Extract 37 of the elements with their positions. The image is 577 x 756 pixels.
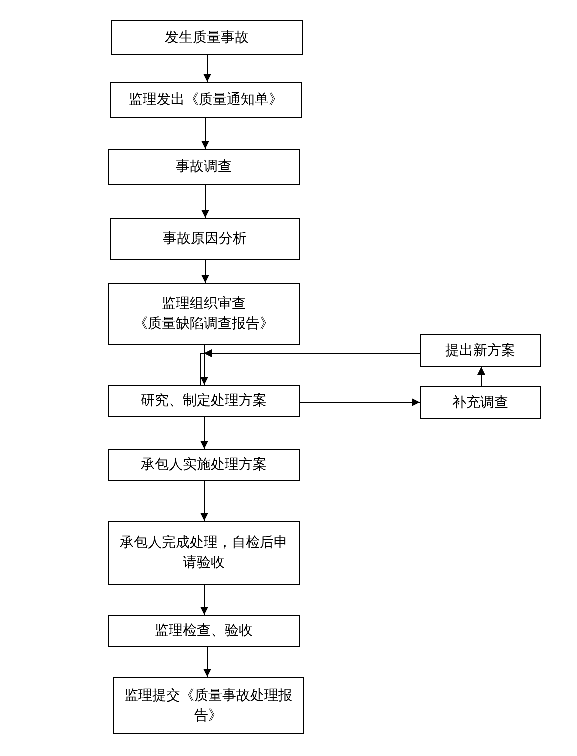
process-box [110, 82, 302, 118]
process-box [108, 615, 300, 647]
process-box [110, 218, 300, 260]
step-text: 事故调查 [176, 158, 232, 177]
process-box [111, 20, 303, 55]
process-box [113, 677, 304, 734]
step-text: 监理组织审查 [162, 295, 246, 314]
arrow [202, 118, 210, 150]
step-text: 发生质量事故 [165, 28, 249, 48]
step-text: 《质量缺陷调查报告》 [134, 315, 274, 334]
arrow [200, 344, 208, 386]
arrow [202, 184, 210, 218]
process-box [108, 149, 300, 185]
arrow [204, 646, 212, 678]
arrow [478, 366, 486, 386]
step-text: 监理发出《质量通知单》 [129, 91, 283, 110]
step-text: 承包人实施处理方案 [141, 456, 267, 475]
arrow [200, 350, 420, 386]
arrow [200, 416, 208, 450]
step-text: 事故原因分析 [163, 230, 247, 249]
step-text: 提出新方案 [446, 342, 516, 360]
step-text: 监理提交《质量事故处理报告》 [124, 686, 294, 726]
process-box [108, 385, 300, 417]
step-text: 研究、制定处理方案 [141, 392, 267, 411]
arrow [204, 54, 212, 82]
process-box [108, 283, 300, 345]
process-box [108, 521, 300, 585]
arrow [200, 480, 208, 522]
arrow [300, 398, 420, 406]
process-box [420, 386, 541, 419]
process-box [108, 449, 300, 481]
arrow [202, 260, 210, 284]
step-text: 监理检查、验收 [155, 622, 253, 641]
process-box [420, 334, 541, 367]
arrow [200, 584, 208, 616]
step-text: 承包人完成处理，自检后申请验收 [119, 534, 289, 573]
step-text: 补充调查 [452, 394, 508, 412]
